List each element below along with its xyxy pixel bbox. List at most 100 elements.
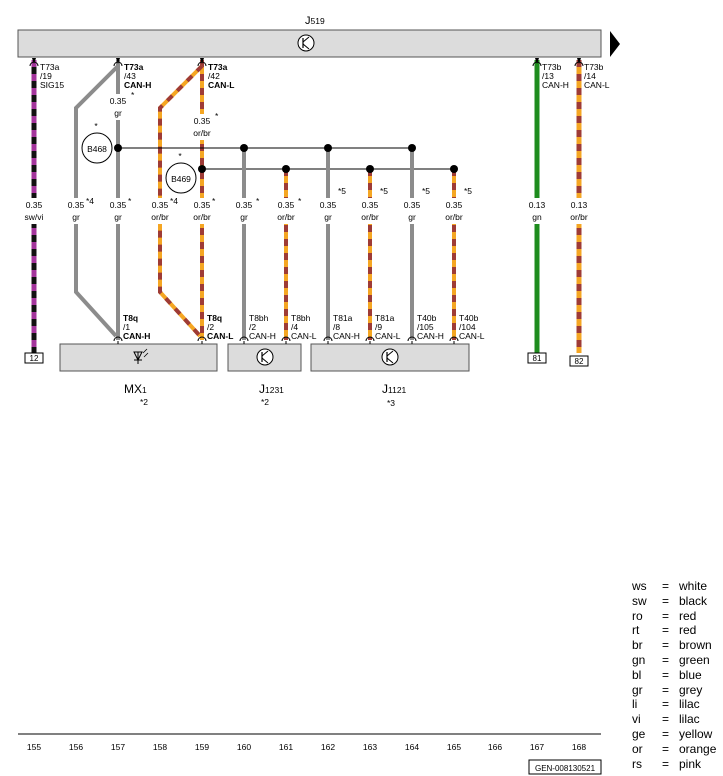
- continuation-arrow-icon: [610, 31, 620, 57]
- legend-row: ro=red: [632, 609, 723, 624]
- splice-b468: [81, 132, 113, 164]
- transistor-icon: [256, 348, 274, 366]
- column-number: 161: [279, 742, 293, 752]
- pin-signal: CAN-L: [375, 331, 401, 341]
- legend-equals: =: [662, 579, 670, 593]
- wire-size: 0.35: [110, 96, 127, 106]
- legend-equals: =: [662, 697, 670, 712]
- column-number: 166: [488, 742, 502, 752]
- junction-dot: [198, 165, 206, 173]
- legend-equals: =: [662, 652, 670, 667]
- wire-color: sw/vi: [25, 212, 44, 222]
- legend-equals: =: [662, 712, 670, 727]
- splice-b469-label: B469: [171, 174, 191, 184]
- splice-b469: [165, 162, 197, 194]
- wire-color: or/br: [193, 128, 211, 138]
- legend-color-name: blue: [679, 667, 702, 682]
- pin-number: /8: [333, 322, 340, 332]
- column-number: 160: [237, 742, 251, 752]
- junction-dot: [366, 165, 374, 173]
- wire-star: *: [215, 111, 219, 121]
- display-icon: [133, 348, 149, 364]
- pin-connector: T40b: [417, 313, 437, 323]
- wire-star: *5: [422, 186, 430, 196]
- pin-symbol-icon: [281, 336, 291, 344]
- legend-code: gr: [632, 682, 643, 697]
- bottom-components: MX1 *2 J1231 *2 J1121 *3: [59, 343, 470, 408]
- wire-size: 0.35: [236, 200, 253, 210]
- wire-color: gr: [114, 108, 122, 118]
- pin-symbol-icon: [365, 336, 375, 344]
- wire-size: 0.35: [278, 200, 295, 210]
- wire-star: *: [298, 196, 302, 206]
- pin-signal: CAN-L: [584, 80, 610, 90]
- column-number: 157: [111, 742, 125, 752]
- column-number: 159: [195, 742, 209, 752]
- legend-color-name: lilac: [679, 697, 700, 712]
- junction-dot: [408, 144, 416, 152]
- legend-equals: =: [662, 726, 670, 741]
- column-number: 165: [447, 742, 461, 752]
- legend-row: br=brown: [632, 638, 723, 653]
- wire-size: 0.35: [362, 200, 379, 210]
- pin-connector: T73a: [208, 62, 228, 72]
- splices: B468 * B469 *: [81, 121, 197, 194]
- column-number: 167: [530, 742, 544, 752]
- legend-color-name: black: [679, 593, 708, 608]
- junction-dot: [282, 165, 290, 173]
- splice-b469-star: *: [178, 151, 182, 161]
- reference-boxes: 12 81 82: [24, 352, 589, 367]
- legend-color-name: red: [679, 608, 697, 623]
- legend-equals: =: [662, 623, 670, 638]
- transistor-icon: [297, 34, 315, 52]
- legend-row: gn=green: [632, 653, 723, 668]
- legend-color-name: orange: [679, 741, 717, 756]
- wire-size: 0.35: [446, 200, 463, 210]
- reference-number: 82: [575, 357, 584, 366]
- wire-star: *4: [86, 196, 94, 206]
- pin-signal: CAN-L: [291, 331, 317, 341]
- pin-symbol-icon: [239, 336, 249, 344]
- pin-connector: T73a: [40, 62, 60, 72]
- wire-color: gr: [240, 212, 248, 222]
- pin-symbol-icon: [113, 58, 123, 67]
- pin-connector: T8q: [123, 313, 138, 323]
- column-number: 162: [321, 742, 335, 752]
- wire-color: or/br: [445, 212, 463, 222]
- top-pin-symbols: [29, 58, 584, 67]
- column-number: 156: [69, 742, 83, 752]
- pin-number: /1: [123, 322, 130, 332]
- splice-b468-label: B468: [87, 144, 107, 154]
- component-j1231-note: *2: [261, 397, 269, 407]
- legend-row: or=orange: [632, 742, 723, 757]
- wire-star: *: [212, 196, 216, 206]
- bottom-pin-symbols: [113, 336, 459, 344]
- component-mx1-label: MX1: [124, 382, 147, 396]
- pin-signal: CAN-H: [124, 80, 151, 90]
- wire-color: or/br: [570, 212, 588, 222]
- wire-star: *5: [338, 186, 346, 196]
- column-number: 163: [363, 742, 377, 752]
- wire-size: 0.35: [194, 116, 211, 126]
- pin-connector: T81a: [333, 313, 353, 323]
- legend-color-name: pink: [679, 756, 702, 771]
- legend-code: rs: [632, 756, 642, 771]
- column-number: 158: [153, 742, 167, 752]
- legend-code: ws: [632, 579, 647, 593]
- pin-symbol-icon: [574, 58, 584, 67]
- wire-star: *: [256, 196, 260, 206]
- footer-code: GEN-008130521: [535, 764, 596, 773]
- wire-star: *5: [464, 186, 472, 196]
- wire-color: gr: [72, 212, 80, 222]
- junction-dots: [114, 144, 458, 173]
- legend-row: sw=black: [632, 594, 723, 609]
- legend-row: ws=white: [632, 579, 723, 594]
- wire-star: *: [131, 90, 135, 100]
- column-number: 168: [572, 742, 586, 752]
- pin-symbol-icon: [197, 58, 207, 67]
- wire-labels: 0.35 sw/vi 0.35 gr *4 0.35 gr 0.35 or/br…: [25, 186, 588, 222]
- pin-number: /43: [124, 71, 136, 81]
- pin-connector: T8q: [207, 313, 222, 323]
- junction-dot: [450, 165, 458, 173]
